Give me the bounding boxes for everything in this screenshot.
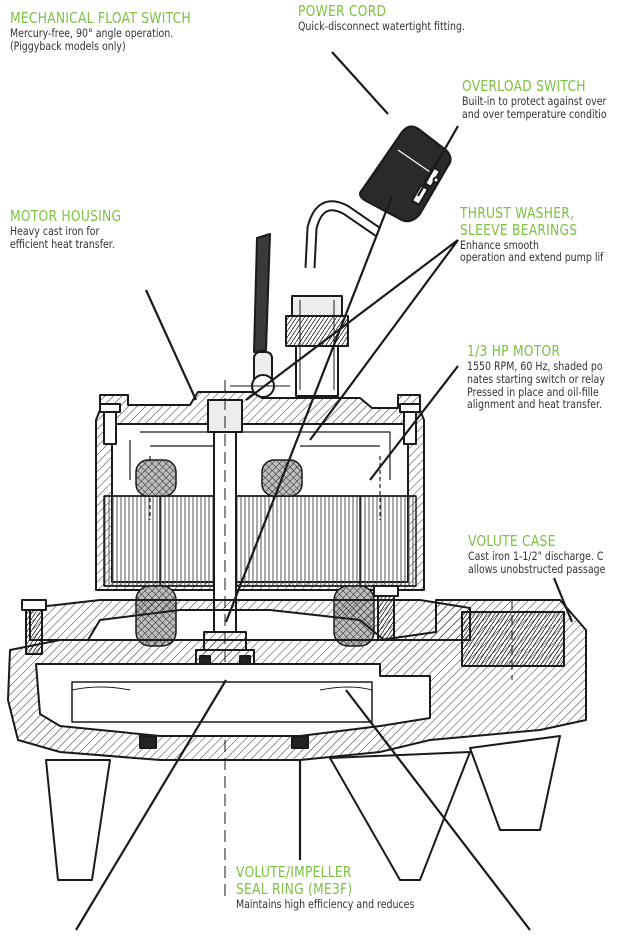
callout-power-cord: POWER CORD Quick-disconnect watertight f…	[298, 3, 502, 33]
callout-motor: 1/3 HP MOTOR 1550 RPM, 60 Hz, shaded po …	[467, 343, 623, 411]
callout-motor-housing: MOTOR HOUSING Heavy cast iron for effici…	[10, 208, 146, 251]
callout-desc-line: Heavy cast iron for	[10, 223, 100, 238]
callout-desc-line: allows unobstructed passage	[468, 561, 606, 576]
seal-rings	[139, 735, 309, 749]
callout-title-line2: SLEEVE BEARINGS	[460, 220, 578, 239]
callout-title: VOLUTE CASE	[468, 532, 556, 550]
callout-desc-line: nates starting switch or relay	[467, 371, 605, 386]
stator-core	[103, 495, 417, 587]
callout-desc-line: Maintains high efficiency and reduces	[236, 896, 415, 911]
callout-overload-switch: OVERLOAD SWITCH Built-in to protect agai…	[462, 78, 623, 121]
callout-desc-line: and over temperature conditio	[462, 106, 607, 121]
callout-title: THRUST WASHER,	[460, 204, 575, 222]
callout-desc-line: Built-in to protect against over	[462, 93, 607, 108]
leader-lines	[75, 51, 574, 931]
callout-desc-line: Cast iron 1-1/2" discharge. C	[468, 548, 604, 563]
pump-legs	[45, 735, 561, 881]
callout-desc-line: Quick-disconnect watertight fitting.	[298, 18, 465, 33]
impeller	[71, 681, 373, 723]
callout-desc-line: alignment and heat transfer.	[467, 397, 603, 412]
volute-case	[7, 599, 587, 761]
callout-volute-case: VOLUTE CASE Cast iron 1-1/2" discharge. …	[468, 533, 623, 576]
float-switch	[230, 233, 290, 398]
callout-title: MOTOR HOUSING	[10, 207, 122, 225]
callout-thrust-washer: THRUST WASHER, SLEEVE BEARINGS Enhance s…	[460, 205, 623, 264]
plug-body	[359, 125, 452, 223]
callout-desc-line: (Piggyback models only)	[10, 38, 126, 53]
callout-desc-line: efficient heat transfer.	[10, 236, 115, 251]
callout-desc-line: operation and extend pump lif	[460, 250, 604, 265]
callout-title: MECHANICAL FLOAT SWITCH	[10, 9, 191, 27]
callout-desc-line: 1550 RPM, 60 Hz, shaded po	[467, 358, 603, 373]
callout-title: OVERLOAD SWITCH	[462, 77, 586, 95]
callout-desc-line: Enhance smooth	[460, 237, 539, 252]
power-cord	[304, 125, 452, 269]
callout-desc-line: Mercury-free, 90° angle operation.	[10, 25, 174, 40]
callout-title: POWER CORD	[298, 2, 387, 20]
cable-entry	[285, 295, 349, 397]
volute-bolts	[21, 585, 399, 655]
callout-seal-ring: VOLUTE/IMPELLER SEAL RING (ME3F) Maintai…	[236, 864, 454, 910]
callout-title: VOLUTE/IMPELLER	[236, 863, 352, 881]
callout-title-line2: SEAL RING (ME3F)	[236, 879, 353, 898]
callout-title: 1/3 HP MOTOR	[467, 342, 561, 360]
callout-float-switch: MECHANICAL FLOAT SWITCH Mercury-free, 90…	[10, 10, 231, 53]
callout-desc-line: Pressed in place and oil-fille	[467, 384, 599, 399]
